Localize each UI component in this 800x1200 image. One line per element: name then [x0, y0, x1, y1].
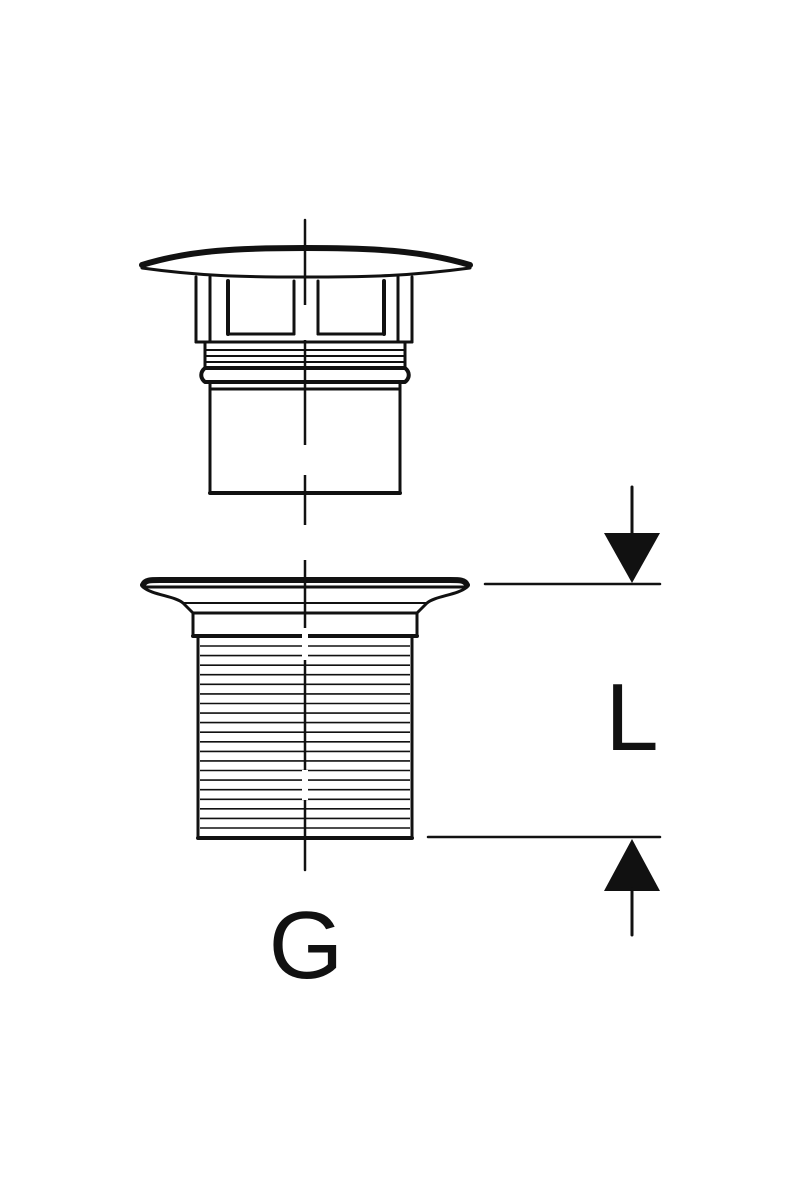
flange-left-curve — [141, 585, 195, 615]
thread-label: G — [269, 892, 344, 999]
arrow-up-icon — [604, 839, 660, 937]
length-label: L — [605, 664, 658, 771]
seal-ring — [199, 366, 411, 384]
plug-guide-legs — [194, 275, 414, 344]
dimension-length: L — [426, 485, 662, 937]
flange-right-curve — [415, 585, 469, 615]
arrow-down-icon — [604, 485, 660, 583]
